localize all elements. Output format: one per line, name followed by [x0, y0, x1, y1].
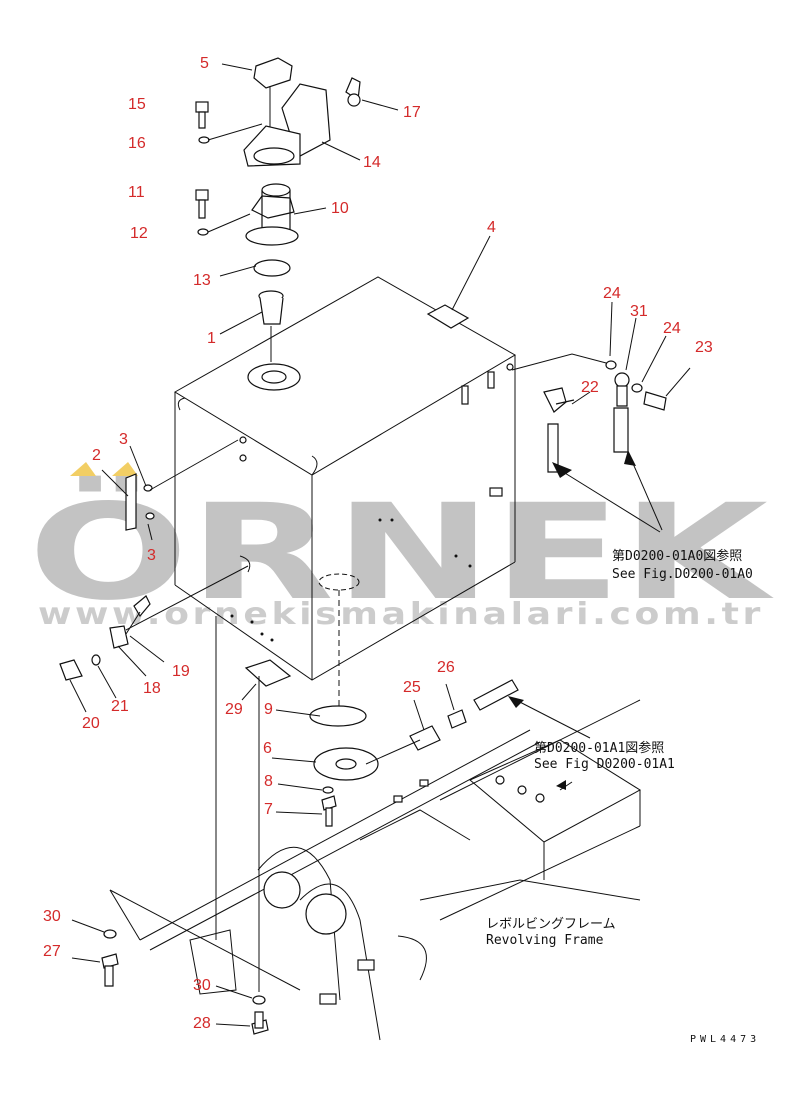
callout-14: 14: [363, 154, 381, 171]
callout-30: 30: [193, 977, 211, 994]
ref-a-en: See Fig.D0200-01A0: [612, 567, 753, 582]
callout-30: 30: [43, 908, 61, 925]
callout-9: 9: [264, 701, 273, 718]
callout-4: 4: [487, 219, 496, 236]
drain-cover: [309, 679, 591, 827]
ref-a-jp: 第D0200-01A0図参照: [612, 548, 742, 564]
callout-3: 3: [119, 431, 128, 448]
callout-23: 23: [695, 339, 713, 356]
callout-10: 10: [331, 200, 349, 217]
callout-5: 5: [200, 55, 209, 72]
cap-assembly: [195, 57, 361, 362]
revolving-frame: [109, 699, 641, 1041]
callout-3: 3: [147, 547, 156, 564]
callout-18: 18: [143, 680, 161, 697]
arrow-head: [556, 780, 566, 790]
callout-12: 12: [130, 225, 148, 242]
reference-notes: 第D0200-01A0図参照 See Fig.D0200-01A0 第D0200…: [486, 548, 760, 1045]
callout-2: 2: [92, 447, 101, 464]
callout-31: 31: [630, 303, 648, 320]
callout-8: 8: [264, 773, 273, 790]
arrow-head: [624, 450, 636, 466]
callout-26: 26: [437, 659, 455, 676]
watermark-accent: [112, 462, 138, 476]
callout-27: 27: [43, 943, 61, 960]
ref-b-jp: 第D0200-01A1図参照: [534, 740, 664, 756]
callout-15: 15: [128, 96, 146, 113]
hydraulic-tank: [174, 276, 516, 708]
side-brackets: [59, 439, 251, 681]
arrow-head: [552, 462, 572, 478]
arrow-head: [508, 696, 524, 708]
callout-28: 28: [193, 1015, 211, 1032]
callout-11: 11: [128, 184, 145, 201]
callout-24: 24: [663, 320, 681, 337]
callout-13: 13: [193, 272, 211, 289]
watermark-accent: [70, 462, 96, 476]
callout-6: 6: [263, 740, 272, 757]
frame-en: Revolving Frame: [486, 933, 604, 948]
mounting-bolts: [101, 616, 292, 1035]
watermark: ÖRNEK www.ornekismakinalari.com.tr: [28, 462, 775, 632]
callout-25: 25: [403, 679, 421, 696]
callout-16: 16: [128, 135, 146, 152]
callout-17: 17: [403, 104, 421, 121]
callout-29: 29: [225, 701, 243, 718]
drawing-code: PWL4473: [690, 1034, 760, 1045]
callout-1: 1: [207, 330, 216, 347]
callout-20: 20: [82, 715, 100, 732]
leader-lines: [69, 63, 691, 1027]
callout-24: 24: [603, 285, 621, 302]
callout-22: 22: [581, 379, 599, 396]
callout-19: 19: [172, 663, 190, 680]
pipe-fittings: [511, 353, 667, 533]
ref-b-en: See Fig D0200-01A1: [534, 757, 675, 772]
callout-numbers: 1 2 3 3 4 5 6 7 8 9 10 11 12 13 14 15 16…: [43, 55, 713, 1032]
watermark-brand: ÖRNEK: [28, 476, 775, 630]
callout-21: 21: [111, 698, 129, 715]
watermark-url: www.ornekismakinalari.com.tr: [38, 597, 764, 632]
callout-7: 7: [264, 801, 273, 818]
frame-jp: レボルビングフレーム: [486, 917, 616, 932]
